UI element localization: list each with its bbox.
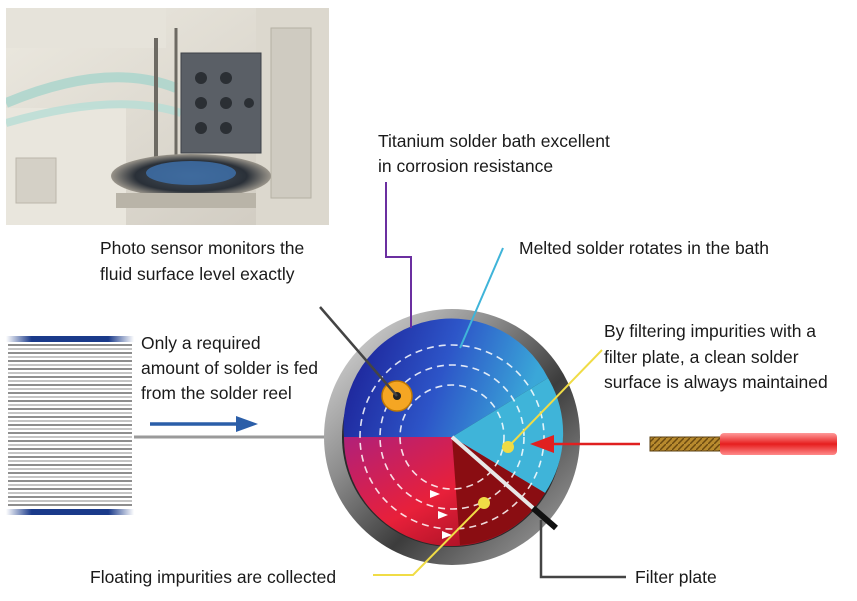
- filter-label-line1: By filtering impurities with a: [604, 321, 817, 341]
- machine-photo-drawing: [6, 8, 329, 225]
- filter-leader: [507, 349, 603, 448]
- filter-label-line2: filter plate, a clean solder: [604, 347, 799, 367]
- machine-photo: [6, 8, 329, 225]
- photo-sensor-label-line1: Photo sensor monitors the: [100, 238, 305, 258]
- feed-label-line2: amount of solder is fed: [141, 358, 319, 378]
- titanium-label-line1: Titanium solder bath excellent: [378, 131, 610, 151]
- filter-leader-dot: [502, 441, 514, 453]
- filter-label-line3: surface is always maintained: [604, 372, 828, 392]
- filter-plate-label: Filter plate: [635, 567, 717, 587]
- floating-leader-dot: [478, 497, 490, 509]
- feed-label-line1: Only a required: [141, 333, 261, 353]
- floating-leader: [373, 502, 485, 576]
- feed-label-line3: from the solder reel: [141, 383, 292, 403]
- photo-sensor-label-line2: fluid surface level exactly: [100, 264, 295, 284]
- titanium-leader: [385, 182, 412, 328]
- filter-plate-leader: [539, 520, 626, 579]
- melted-solder-cyan: [452, 378, 564, 493]
- reel-flange-top: [6, 336, 134, 342]
- reel-flange-bottom: [6, 509, 134, 515]
- melted-label: Melted solder rotates in the bath: [519, 238, 770, 258]
- feed-arrow: [150, 416, 258, 432]
- soldering-iron: [530, 433, 837, 455]
- photo-sensor-leader: [319, 306, 398, 397]
- solder-reel: [6, 336, 134, 515]
- reel-windings: [8, 344, 132, 506]
- melted-leader: [459, 247, 504, 349]
- floating-label: Floating impurities are collected: [90, 567, 337, 587]
- titanium-label-line2: in corrosion resistance: [378, 156, 554, 176]
